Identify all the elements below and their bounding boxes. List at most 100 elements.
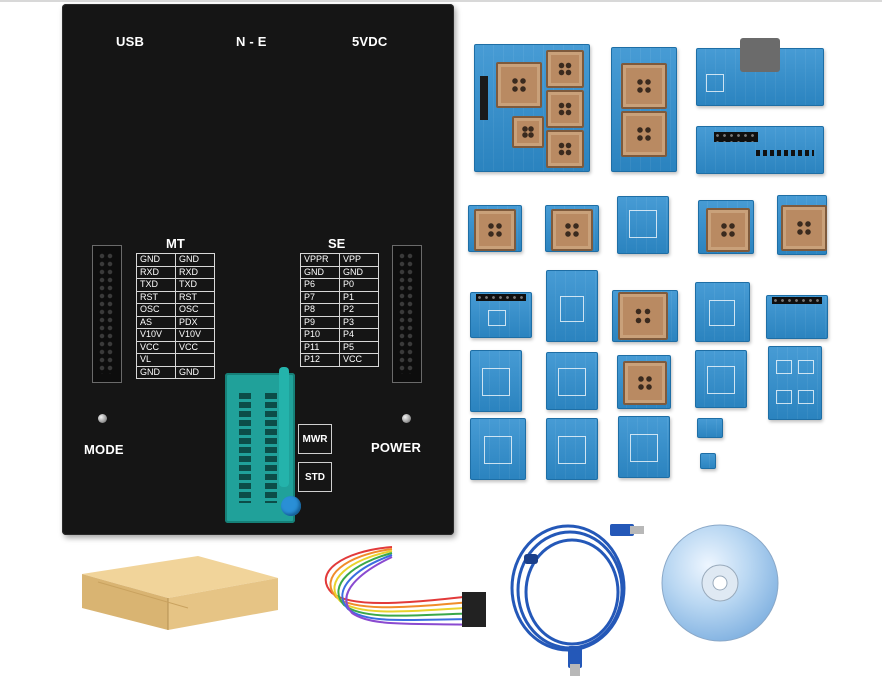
pinout-cell: P5	[339, 340, 379, 354]
pinout-cell: V10V	[136, 328, 176, 342]
pinout-cell: P2	[339, 303, 379, 317]
usb-cable	[510, 524, 644, 676]
power-label: POWER	[371, 440, 422, 455]
usb-label: USB	[116, 34, 145, 49]
se-pin-header	[392, 245, 422, 383]
pinout-cell: VCC	[175, 340, 215, 354]
jumper-wires	[324, 546, 486, 627]
adapter-soic-1	[470, 292, 532, 338]
adapter-soic-2	[766, 295, 828, 339]
pinout-cell: P8	[300, 303, 340, 317]
adapter-plcc-5	[612, 290, 678, 342]
adapter-qfp-6	[470, 418, 526, 480]
top-border	[0, 0, 882, 2]
adapter-tsop-1	[546, 270, 598, 342]
pinout-cell: GND	[175, 253, 215, 267]
pinout-cell: P3	[339, 315, 379, 329]
adapter-plcc-1	[468, 205, 522, 252]
pinout-cell: P1	[339, 290, 379, 304]
power-led	[402, 414, 411, 423]
pinout-cell: TXD	[175, 278, 215, 292]
pinout-cell: AS	[136, 315, 176, 329]
adapter-plcc-6	[617, 355, 671, 409]
pinout-cell: PDX	[175, 315, 215, 329]
pinout-cell: GND	[300, 265, 340, 279]
mt-title: MT	[166, 236, 185, 251]
std-switch[interactable]: STD	[298, 462, 332, 492]
pinout-cell: GND	[136, 365, 176, 379]
pinout-cell: VPP	[339, 253, 379, 267]
pinout-cell: P9	[300, 315, 340, 329]
pinout-cell: OSC	[175, 303, 215, 317]
pinout-cell: RXD	[175, 265, 215, 279]
pinout-cell: P11	[300, 340, 340, 354]
adapter-multi-chip	[768, 346, 822, 420]
adapter-plcc-multi	[474, 44, 590, 172]
pinout-cell: P10	[300, 328, 340, 342]
pinout-cell: VPPR	[300, 253, 340, 267]
pinout-cell: RST	[136, 290, 176, 304]
mt-pin-header	[92, 245, 122, 383]
5vdc-label: 5VDC	[352, 34, 388, 49]
adapter-plcc-double	[611, 47, 677, 172]
adapter-qfp-4	[546, 352, 598, 410]
adapter-plcc-3	[698, 200, 754, 254]
pinout-cell: P4	[339, 328, 379, 342]
pinout-cell	[175, 353, 215, 367]
adapter-dip-strip	[696, 126, 824, 174]
mode-label: MODE	[84, 442, 124, 457]
pinout-cell: VL	[136, 353, 176, 367]
zif-lever-knob[interactable]	[281, 496, 301, 516]
adapter-qfp-3	[470, 350, 522, 412]
pinout-cell: RST	[175, 290, 215, 304]
pinout-cell: GND	[339, 265, 379, 279]
adapter-small-1	[697, 418, 723, 438]
software-cd	[661, 524, 779, 642]
adapter-db9	[696, 38, 824, 106]
pinout-cell: TXD	[136, 278, 176, 292]
pinout-cell: P6	[300, 278, 340, 292]
adapter-qfp-5	[695, 350, 747, 408]
adapter-qfp-8	[618, 416, 670, 478]
pinout-cell: P7	[300, 290, 340, 304]
pinout-cell: GND	[136, 253, 176, 267]
mwr-switch[interactable]: MWR	[298, 424, 332, 454]
pinout-cell: P0	[339, 278, 379, 292]
pinout-row: VL	[136, 353, 215, 367]
pinout-cell: P12	[300, 353, 340, 367]
ne-label: N - E	[236, 34, 267, 49]
pinout-cell: V10V	[175, 328, 215, 342]
cardboard-box	[82, 556, 278, 630]
pinout-cell: OSC	[136, 303, 176, 317]
pinout-cell: VCC	[136, 340, 176, 354]
pinout-cell: GND	[175, 365, 215, 379]
adapter-qfp-2	[695, 282, 750, 342]
adapter-qfp-7	[546, 418, 598, 480]
adapter-plcc-2	[545, 205, 599, 252]
se-title: SE	[328, 236, 346, 251]
mode-led	[98, 414, 107, 423]
adapter-plcc-4	[777, 195, 827, 255]
pinout-cell: VCC	[339, 353, 379, 367]
adapter-small-2	[700, 453, 716, 469]
